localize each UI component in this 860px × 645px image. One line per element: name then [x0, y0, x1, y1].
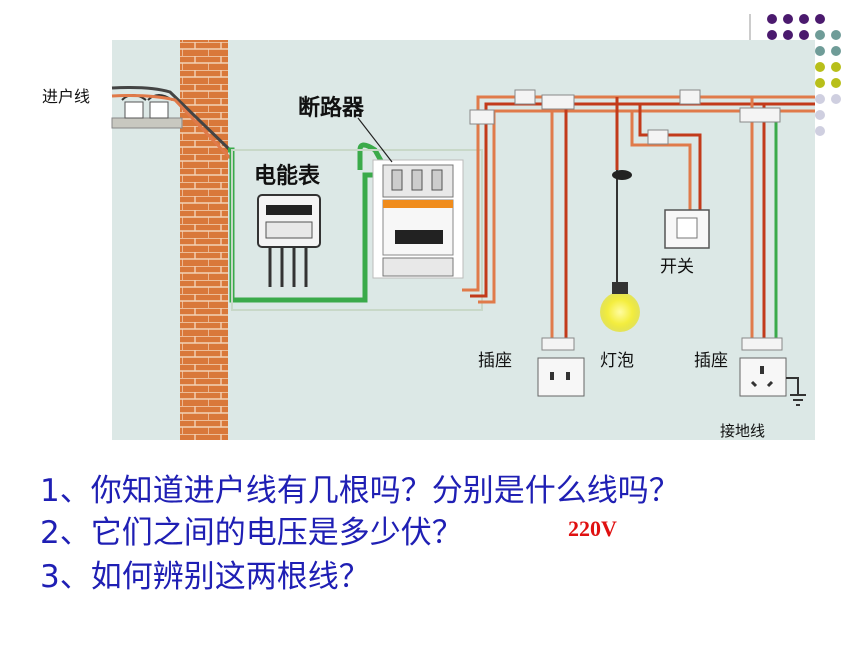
energy-meter	[257, 194, 321, 287]
decorative-dot-grid	[749, 14, 841, 136]
light-bulb	[600, 170, 640, 332]
question-1: 1、你知道进户线有几根吗？分别是什么线吗？	[40, 473, 680, 509]
label-socket-right: 插座	[694, 351, 728, 371]
ground-symbol	[786, 377, 806, 406]
socket-left	[537, 357, 585, 397]
socket-right	[739, 357, 787, 397]
answer-voltage: 220V	[568, 516, 617, 541]
switch-device	[664, 209, 710, 249]
question-3: 3、如何辨别这两根线？	[40, 559, 370, 595]
breaker-leader-line	[357, 117, 393, 163]
question-2: 2、它们之间的电压是多少伏？	[40, 515, 463, 551]
label-bulb: 灯泡	[600, 351, 634, 371]
label-energy-meter: 电能表	[254, 163, 321, 189]
label-ground-wire: 接地线	[720, 422, 765, 440]
label-incoming-line: 进户线	[42, 87, 90, 106]
meter-enclosure	[231, 149, 483, 311]
label-switch: 开关	[660, 257, 694, 277]
junction-blocks	[469, 89, 783, 351]
brick-wall	[180, 40, 228, 440]
house-wiring	[462, 95, 815, 345]
label-socket-left: 插座	[478, 351, 512, 371]
incoming-wires	[111, 86, 232, 160]
circuit-breaker	[372, 159, 464, 279]
label-circuit-breaker: 断路器	[298, 95, 365, 121]
